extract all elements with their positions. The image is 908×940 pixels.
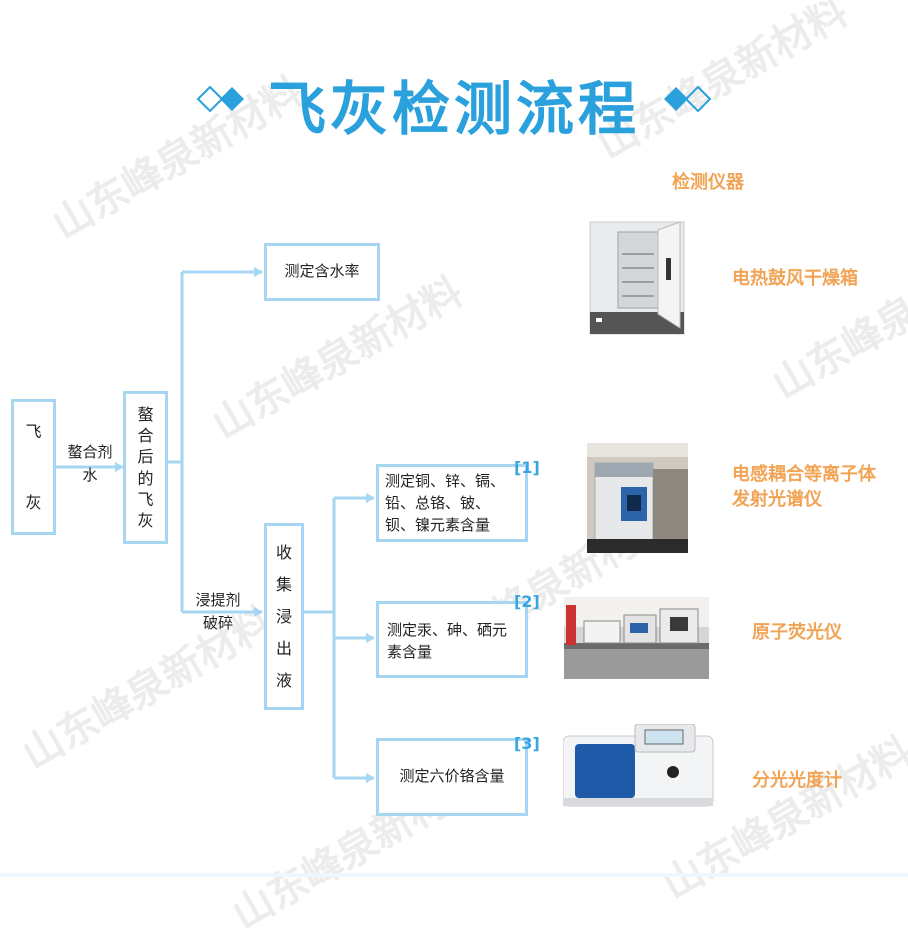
icp-spectrometer-photo-icon: [587, 443, 688, 553]
hg-as-se-test-node: 测定汞、砷、硒元素含量: [376, 601, 528, 678]
test-text: 测定铜、锌、镉、铅、总铬、铍、钡、镍元素含量: [385, 472, 506, 534]
node-char: 收: [275, 542, 292, 562]
leachate-node: 收 集 浸 出 液: [264, 523, 304, 710]
node-char: 出: [275, 638, 292, 658]
test-text: 测定汞、砷、硒元素含量: [387, 621, 508, 661]
node-char: 液: [275, 670, 292, 690]
chromium-vi-test-node: 测定六价铬含量: [376, 738, 528, 816]
node-char: 后: [137, 447, 154, 467]
instrument-name: 原子荧光仪: [752, 622, 842, 643]
instrument-name: 分光光度计: [752, 770, 842, 791]
test-text: 测定六价铬含量: [399, 767, 505, 786]
edge-label-line: 浸提剂: [195, 591, 241, 609]
fly-ash-char: 灰: [25, 493, 42, 512]
instrument-name: 电热鼓风干燥箱: [732, 268, 858, 289]
node-char: 灰: [137, 511, 154, 531]
reference-label: [1]: [514, 458, 540, 477]
edge-label-leaching: 浸提剂 破碎: [186, 589, 250, 634]
fly-ash-char: 飞: [25, 421, 42, 441]
instrument-name: 电感耦合等离子体发射光谱仪: [732, 464, 876, 511]
node-char: 的: [137, 468, 154, 488]
atomic-fluorescence-photo-icon: [564, 597, 709, 679]
edge-label-chelating: 螯合剂 水: [58, 441, 122, 486]
node-char: 合: [137, 425, 154, 445]
spectrophotometer-photo-icon: [563, 724, 714, 807]
reference-label: [3]: [514, 734, 540, 753]
page-title: 飞灰检测流程: [267, 75, 640, 143]
reference-label: [2]: [514, 592, 540, 611]
node-char: 集: [275, 574, 292, 594]
metals-test-node: 测定铜、锌、镉、铅、总铬、铍、钡、镍元素含量: [376, 464, 528, 542]
flow-connectors: [56, 267, 375, 783]
test-text: 测定含水率: [284, 262, 360, 281]
edge-label-line: 水: [82, 465, 98, 484]
instruments-header: 检测仪器: [672, 172, 744, 193]
node-char: 螯: [137, 404, 154, 424]
footer-divider: [0, 873, 908, 877]
node-char: 浸: [275, 606, 292, 626]
fly-ash-node: 飞 灰: [11, 399, 56, 535]
node-char: 飞: [137, 489, 154, 509]
drying-oven-photo-icon: [589, 221, 685, 335]
moisture-test-node: 测定含水率: [264, 243, 380, 301]
diamond-ornament-right-icon: [664, 85, 712, 113]
diamond-ornament-left-icon: [196, 85, 244, 113]
edge-label-line: 破碎: [202, 613, 233, 632]
edge-label-line: 螯合剂: [67, 443, 113, 461]
chelated-ash-node: 螯 合 后 的 飞 灰: [123, 391, 168, 544]
